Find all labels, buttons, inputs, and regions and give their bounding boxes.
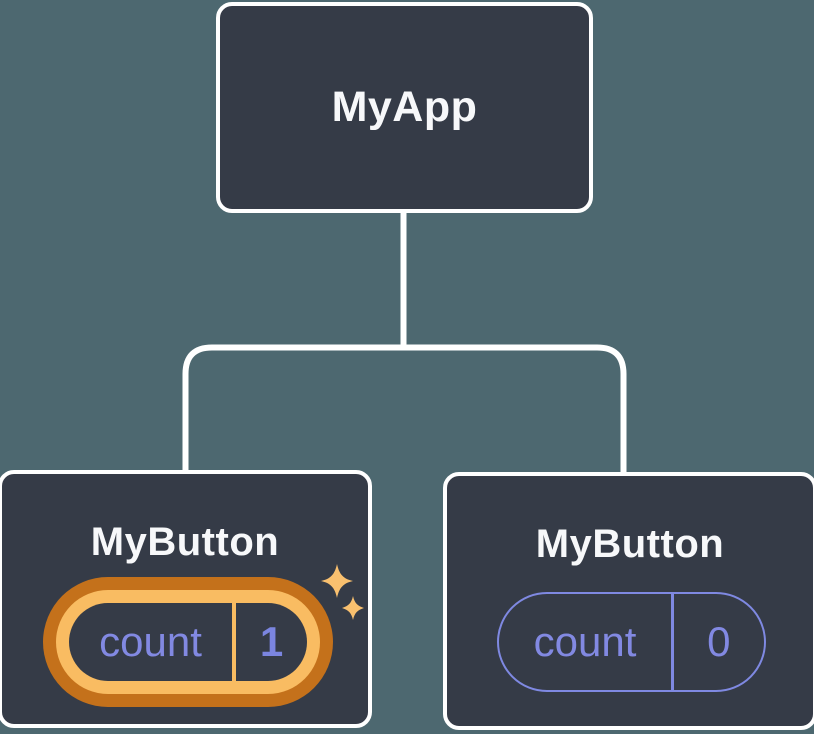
state-key-label: count xyxy=(99,618,202,665)
pill-divider xyxy=(671,594,674,690)
sparkle-icon xyxy=(321,564,364,620)
connector-branch xyxy=(182,344,627,476)
node-label: MyButton xyxy=(90,520,280,564)
node-mybutton-highlighted: MyButton count 1 xyxy=(0,470,372,728)
state-value-label: 1 xyxy=(259,618,284,665)
state-pill-highlight-ring: count 1 xyxy=(56,590,320,694)
sparkle-large xyxy=(321,564,353,598)
state-key-segment: count xyxy=(69,603,232,681)
node-label: MyButton xyxy=(535,522,725,566)
node-mybutton-plain: MyButton count 0 xyxy=(443,472,814,730)
state-key-label: count xyxy=(533,618,637,665)
state-value-segment: 0 xyxy=(674,594,765,690)
pill-divider xyxy=(232,603,236,681)
state-value-segment: 1 xyxy=(236,603,307,681)
state-value-label: 0 xyxy=(707,618,731,665)
state-key-segment: count xyxy=(499,594,671,690)
state-pill-highlighted: count 1 xyxy=(43,577,333,707)
sparkle-small xyxy=(342,596,364,620)
state-pill: count 0 xyxy=(497,592,766,692)
node-root-label: MyApp xyxy=(331,83,478,131)
node-root-myapp: MyApp xyxy=(216,2,593,213)
state-pill-body: count 1 xyxy=(69,603,307,681)
